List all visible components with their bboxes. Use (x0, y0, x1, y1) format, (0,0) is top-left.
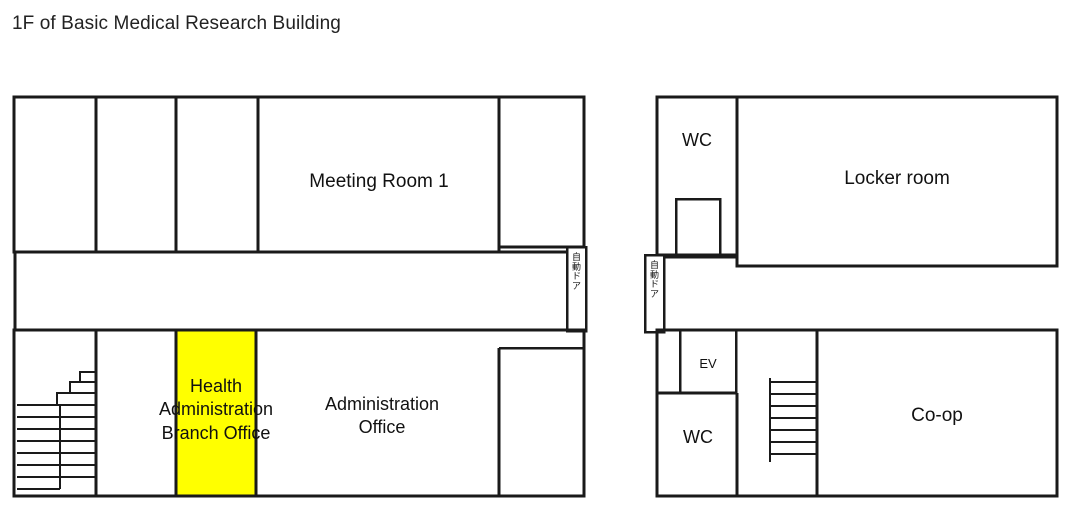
left-lower-block-outline (12, 328, 586, 498)
page-title: 1F of Basic Medical Research Building (12, 13, 341, 34)
right-wing-group (643, 95, 1059, 498)
stairs-right-wing (768, 372, 819, 468)
right-lower-block-outline (655, 328, 1059, 498)
right-wc-upper-outline (655, 95, 739, 259)
stairs-left-wing (17, 370, 95, 491)
left-upper-block-outline (12, 95, 586, 254)
health-administration-branch-office-fill[interactable] (176, 330, 256, 496)
left-wing-group (12, 95, 588, 498)
automatic-door-right-frame[interactable] (643, 253, 666, 334)
locker-room-outline (735, 95, 1059, 268)
automatic-door-left-frame[interactable] (565, 245, 588, 333)
wc-upper-stall (674, 197, 722, 259)
elevator-outline (678, 328, 738, 395)
